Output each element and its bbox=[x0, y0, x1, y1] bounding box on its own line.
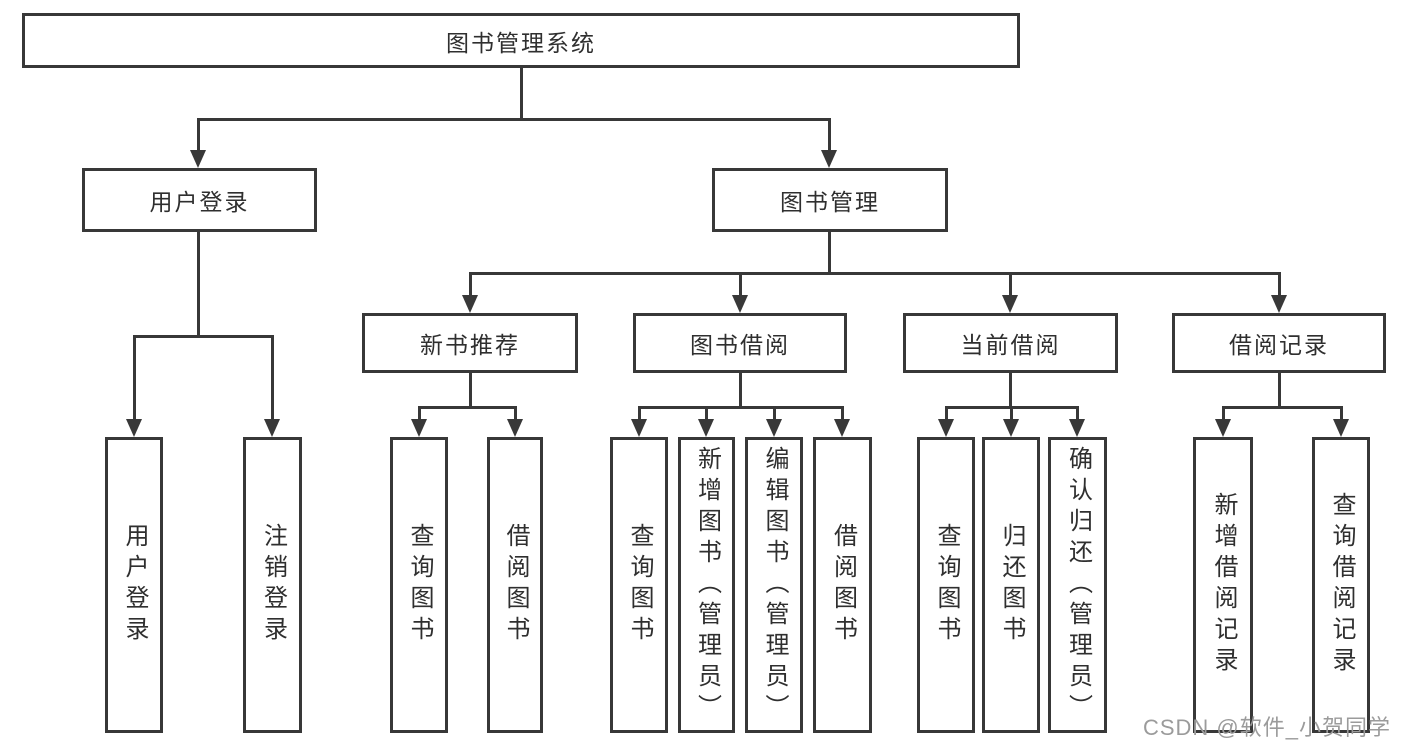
node-query-borrow-record: 查询借阅记录 bbox=[1312, 437, 1370, 733]
connector-drop-records-to-children bbox=[1339, 406, 1343, 423]
node-user-login: 用户登录 bbox=[82, 168, 317, 232]
node-label-logout-leaf: 注销登录 bbox=[259, 523, 287, 647]
connector-trunk-records-to-children bbox=[1277, 373, 1281, 409]
connector-trunk-userlogin-to-children bbox=[196, 232, 200, 338]
connector-bar-recommend-to-children bbox=[417, 406, 517, 409]
node-logout-leaf: 注销登录 bbox=[243, 437, 302, 733]
arrow-down-icon bbox=[698, 419, 714, 437]
arrow-down-icon bbox=[507, 419, 523, 437]
connector-drop-recommend-to-children bbox=[417, 406, 421, 423]
connector-drop-currentborrow-to-children bbox=[1075, 406, 1079, 423]
connector-trunk-root-to-level2 bbox=[519, 68, 523, 121]
arrow-down-icon bbox=[631, 419, 647, 437]
arrow-down-icon bbox=[1333, 419, 1349, 437]
arrow-down-icon bbox=[766, 419, 782, 437]
node-label-borrow-books-2: 借阅图书 bbox=[829, 523, 857, 647]
node-label-add-borrow-record: 新增借阅记录 bbox=[1210, 492, 1237, 678]
arrow-down-icon bbox=[938, 419, 954, 437]
node-book-borrow: 图书借阅 bbox=[633, 313, 847, 373]
arrow-down-icon bbox=[834, 419, 850, 437]
arrow-down-icon bbox=[1002, 295, 1018, 313]
connector-trunk-bookborrow-to-children bbox=[738, 373, 742, 409]
connector-bar-bookmgmt-to-level3 bbox=[468, 272, 1281, 275]
arrow-down-icon bbox=[190, 150, 206, 168]
arrow-down-icon bbox=[732, 295, 748, 313]
connector-bar-records-to-children bbox=[1221, 406, 1343, 409]
node-label-user-login: 用户登录 bbox=[149, 189, 250, 215]
connector-drop-currentborrow-to-children bbox=[944, 406, 948, 423]
connector-drop-currentborrow-to-children bbox=[1009, 406, 1013, 423]
connector-drop-root-to-level2 bbox=[827, 118, 831, 154]
node-label-query-books-3: 查询图书 bbox=[933, 523, 960, 647]
arrow-down-icon bbox=[264, 419, 280, 437]
connector-drop-recommend-to-children bbox=[513, 406, 517, 423]
arrow-down-icon bbox=[126, 419, 142, 437]
arrow-down-icon bbox=[821, 150, 837, 168]
node-label-book-borrow: 图书借阅 bbox=[690, 332, 790, 358]
connector-drop-userlogin-to-children bbox=[270, 335, 274, 423]
node-label-current-borrow: 当前借阅 bbox=[960, 332, 1061, 358]
node-book-management: 图书管理 bbox=[712, 168, 948, 232]
arrow-down-icon bbox=[411, 419, 427, 437]
node-borrow-records: 借阅记录 bbox=[1172, 313, 1386, 373]
connector-drop-bookborrow-to-children bbox=[840, 406, 844, 423]
node-return-books: 归还图书 bbox=[982, 437, 1040, 733]
connector-bar-userlogin-to-children bbox=[132, 335, 274, 338]
arrow-down-icon bbox=[462, 295, 478, 313]
connector-drop-bookborrow-to-children bbox=[772, 406, 776, 423]
node-label-confirm-return-admin: 确认归还（管理员） bbox=[1064, 445, 1092, 725]
connector-trunk-recommend-to-children bbox=[468, 373, 472, 409]
node-label-edit-books-admin: 编辑图书（管理员） bbox=[761, 445, 788, 725]
node-label-new-book-recommend: 新书推荐 bbox=[420, 332, 520, 358]
node-label-user-login-leaf: 用户登录 bbox=[121, 523, 148, 647]
node-add-borrow-record: 新增借阅记录 bbox=[1193, 437, 1253, 733]
node-query-books-1: 查询图书 bbox=[390, 437, 448, 733]
node-query-books-3: 查询图书 bbox=[917, 437, 975, 733]
connector-bar-root-to-level2 bbox=[196, 118, 831, 121]
node-borrow-books-1: 借阅图书 bbox=[487, 437, 543, 733]
csdn-watermark: CSDN @软件_小贺同学 bbox=[1142, 715, 1391, 740]
node-root: 图书管理系统 bbox=[22, 13, 1020, 68]
node-add-books-admin: 新增图书（管理员） bbox=[678, 437, 735, 733]
node-edit-books-admin: 编辑图书（管理员） bbox=[745, 437, 803, 733]
node-label-query-books-2: 查询图书 bbox=[626, 523, 653, 647]
node-label-book-management: 图书管理 bbox=[780, 189, 880, 215]
node-borrow-books-2: 借阅图书 bbox=[813, 437, 872, 733]
node-query-books-2: 查询图书 bbox=[610, 437, 668, 733]
connector-drop-root-to-level2 bbox=[196, 118, 200, 154]
node-label-return-books: 归还图书 bbox=[998, 523, 1025, 647]
arrow-down-icon bbox=[1215, 419, 1231, 437]
connector-trunk-bookmgmt-to-level3 bbox=[827, 232, 831, 275]
node-label-borrow-records: 借阅记录 bbox=[1229, 332, 1329, 358]
connector-drop-userlogin-to-children bbox=[132, 335, 136, 423]
connector-bar-bookborrow-to-children bbox=[637, 406, 844, 409]
node-label-borrow-books-1: 借阅图书 bbox=[502, 523, 529, 647]
node-current-borrow: 当前借阅 bbox=[903, 313, 1118, 373]
connector-drop-bookmgmt-to-level3 bbox=[738, 272, 742, 299]
arrow-down-icon bbox=[1003, 419, 1019, 437]
connector-drop-bookmgmt-to-level3 bbox=[1277, 272, 1281, 299]
connector-drop-bookborrow-to-children bbox=[637, 406, 641, 423]
arrow-down-icon bbox=[1271, 295, 1287, 313]
connector-drop-records-to-children bbox=[1221, 406, 1225, 423]
connector-drop-bookmgmt-to-level3 bbox=[1008, 272, 1012, 299]
node-label-query-borrow-record: 查询借阅记录 bbox=[1328, 492, 1355, 678]
connector-drop-bookborrow-to-children bbox=[704, 406, 708, 423]
connector-trunk-currentborrow-to-children bbox=[1008, 373, 1012, 409]
node-label-query-books-1: 查询图书 bbox=[406, 523, 433, 647]
node-label-add-books-admin: 新增图书（管理员） bbox=[693, 445, 721, 725]
node-new-book-recommend: 新书推荐 bbox=[362, 313, 578, 373]
node-label-root: 图书管理系统 bbox=[446, 29, 596, 56]
node-user-login-leaf: 用户登录 bbox=[105, 437, 163, 733]
node-confirm-return-admin: 确认归还（管理员） bbox=[1048, 437, 1107, 733]
connector-drop-bookmgmt-to-level3 bbox=[468, 272, 472, 299]
arrow-down-icon bbox=[1069, 419, 1085, 437]
